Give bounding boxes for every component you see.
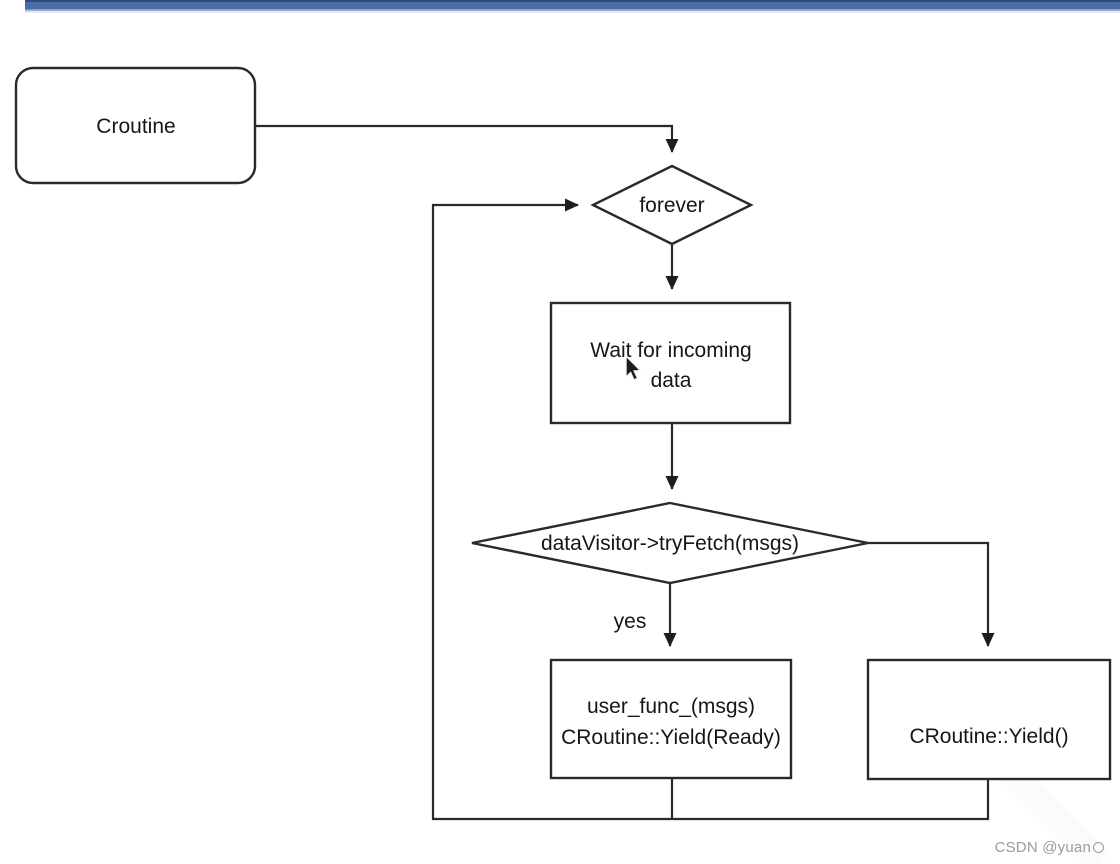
node-wait-line1: Wait for incoming [590,339,751,362]
top-accent-bar [25,0,1120,13]
node-forever [590,164,754,246]
watermark-text: CSDN @yuan [994,839,1091,856]
node-user-func-line2: CRoutine::Yield(Ready) [561,726,781,749]
node-tryfetch [471,501,869,585]
edge-tryfetch-no [868,541,995,647]
mouse-cursor-icon [625,354,643,381]
node-tryfetch-label: dataVisitor->tryFetch(msgs) [541,532,799,555]
edge-croutine-to-forever [255,124,679,153]
node-user-func-line1: user_func_(msgs) [587,695,755,718]
node-user-func [549,658,793,780]
node-croutine [14,66,257,185]
edge-loop-back-to-forever [431,198,990,821]
watermark-circle-icon [1093,842,1104,853]
node-yield [866,658,1112,781]
edge-label-yes: yes [614,610,647,633]
node-wait-for-data [549,301,792,425]
node-yield-label: CRoutine::Yield() [909,725,1068,748]
node-croutine-label: Croutine [96,115,175,138]
watermark: CSDN @yuan [995,839,1104,856]
node-wait-line2: data [651,369,692,392]
node-forever-label: forever [639,194,704,217]
